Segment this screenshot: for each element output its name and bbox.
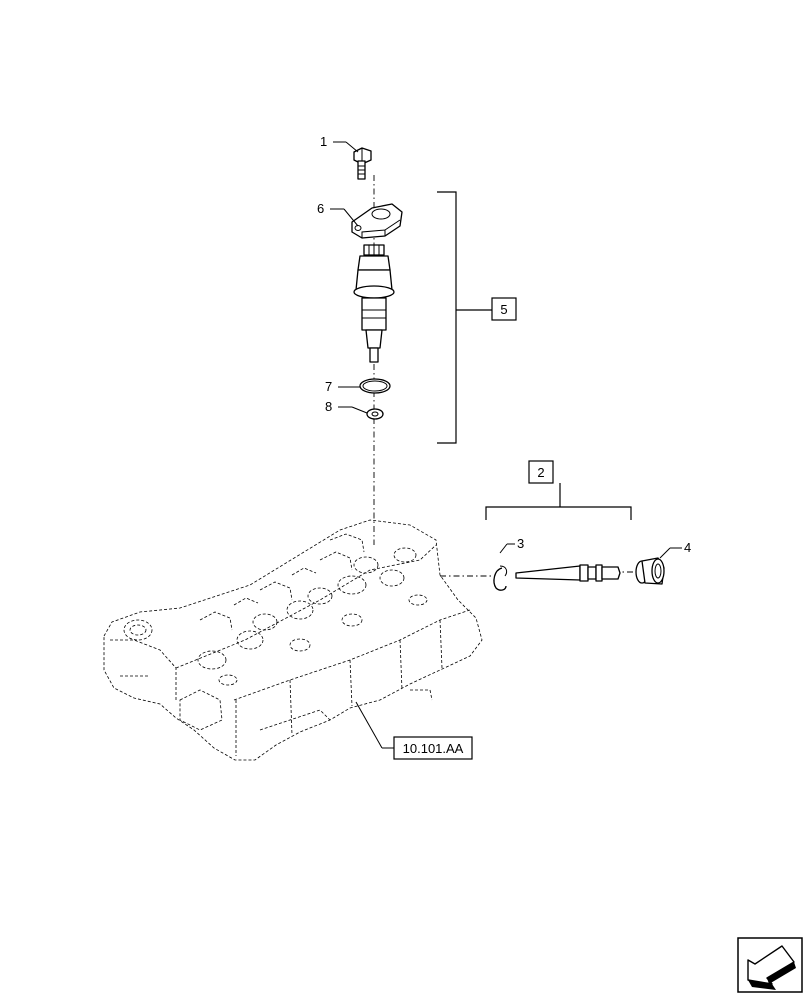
group-callout-5: 5 bbox=[491, 297, 517, 321]
callout-label-1: 1 bbox=[320, 134, 327, 149]
callout-label-6: 6 bbox=[317, 201, 324, 216]
callout-label-7: 7 bbox=[325, 379, 332, 394]
callout-label-3: 3 bbox=[517, 536, 524, 551]
callout-label-8: 8 bbox=[325, 399, 332, 414]
group-callout-2: 2 bbox=[528, 460, 554, 484]
clip-ring-part bbox=[493, 565, 508, 591]
washer-part bbox=[366, 408, 384, 420]
group-bracket-2 bbox=[485, 506, 632, 520]
connector-tube-part bbox=[515, 564, 621, 582]
cylinder-head-part bbox=[103, 519, 483, 761]
callout-7: 7 bbox=[325, 379, 360, 394]
group-label-2: 2 bbox=[537, 465, 544, 480]
next-page-arrow-icon[interactable] bbox=[737, 937, 803, 993]
reference-label: 10.101.AA bbox=[403, 741, 464, 756]
injector-part bbox=[353, 244, 395, 363]
clamp-part bbox=[351, 203, 403, 239]
callout-1: 1 bbox=[320, 134, 359, 153]
callout-4: 4 bbox=[659, 540, 691, 559]
callout-label-4: 4 bbox=[684, 540, 691, 555]
bolt-part bbox=[353, 147, 372, 180]
callout-8: 8 bbox=[325, 399, 368, 414]
group-label-5: 5 bbox=[500, 302, 507, 317]
o-ring-part bbox=[359, 378, 391, 394]
callout-3: 3 bbox=[499, 536, 524, 554]
fitting-part bbox=[635, 557, 665, 585]
callout-6: 6 bbox=[317, 201, 359, 227]
reference-callout[interactable]: 10.101.AA bbox=[355, 701, 473, 760]
group-bracket-5 bbox=[437, 191, 457, 444]
